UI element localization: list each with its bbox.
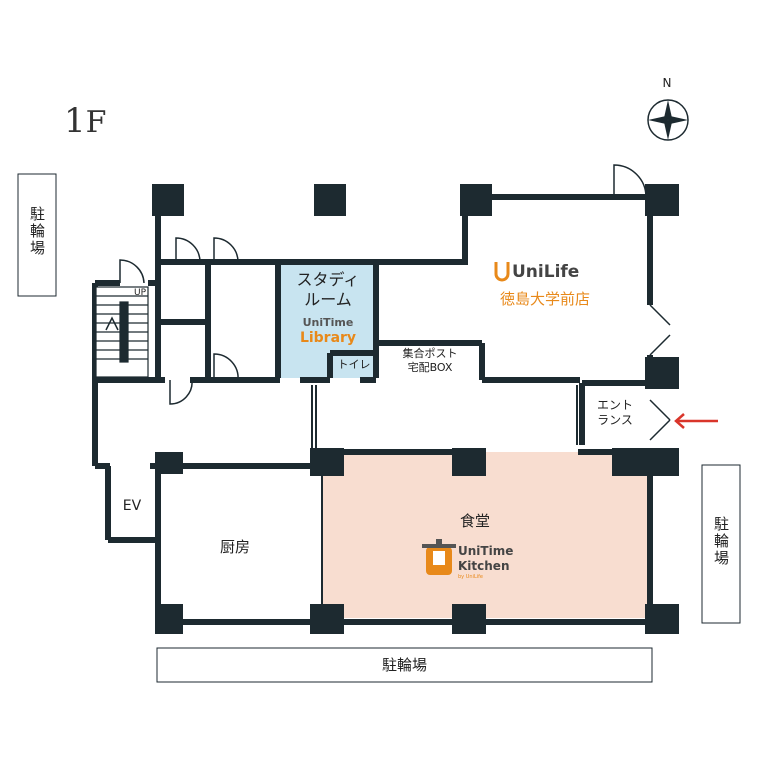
entrance-label: エント ランス	[584, 398, 646, 428]
columns	[152, 184, 679, 634]
parking-right-box	[701, 464, 741, 624]
kitchen-logo-line2: Kitchen	[458, 559, 510, 573]
mailbox-line1: 集合ポスト	[402, 347, 458, 360]
study-room-label: スタディ ルーム	[280, 270, 376, 310]
unitime-kitchen-logo: UniTime Kitchen by UniLife	[458, 544, 538, 580]
elevator-label: EV	[122, 498, 142, 514]
parking-left-label: 駐輪場	[28, 206, 46, 257]
dining-fill	[321, 452, 650, 618]
entrance-line1: エント	[596, 398, 633, 412]
parking-bottom-label: 駐輪場	[381, 656, 427, 674]
library-logo: UniTime Library	[280, 316, 376, 347]
stairs	[95, 286, 149, 378]
unilife-brand: UniLife	[512, 262, 580, 282]
toilet-label: トイレ	[337, 358, 371, 371]
study-room-line1: スタディ	[296, 270, 360, 289]
entrance-line2: ランス	[597, 413, 633, 427]
parking-right-label: 駐輪場	[712, 516, 730, 567]
compass-icon	[647, 99, 689, 141]
unilife-logo-icon	[494, 262, 510, 282]
floor-letter: F	[85, 105, 107, 140]
kitchen-logo-sub: by UniLife	[458, 574, 483, 580]
floor-number: 1	[64, 101, 86, 141]
floor-label: 1F	[64, 92, 106, 143]
mailbox-label: 集合ポスト 宅配BOX	[384, 347, 476, 375]
kitchen-label: 厨房	[219, 538, 250, 556]
library-logo-line1: UniTime	[302, 316, 354, 329]
wall-thin	[311, 381, 582, 618]
kitchen-logo-line1: UniTime	[458, 544, 514, 558]
dining-label: 食堂	[459, 512, 490, 530]
study-room-line2: ルーム	[304, 290, 352, 309]
parking-left-box	[17, 173, 57, 297]
library-logo-line2: Library	[299, 329, 357, 346]
unilife-store: 徳島大学前店	[499, 290, 590, 308]
compass-north: N	[662, 76, 672, 90]
parking-bottom-box	[156, 647, 653, 683]
stairs-up-label: UP	[133, 288, 146, 298]
door-swings	[119, 164, 671, 441]
pot-icon	[422, 539, 456, 575]
mailbox-line2: 宅配BOX	[407, 360, 453, 374]
entrance-arrow-icon	[674, 413, 718, 429]
